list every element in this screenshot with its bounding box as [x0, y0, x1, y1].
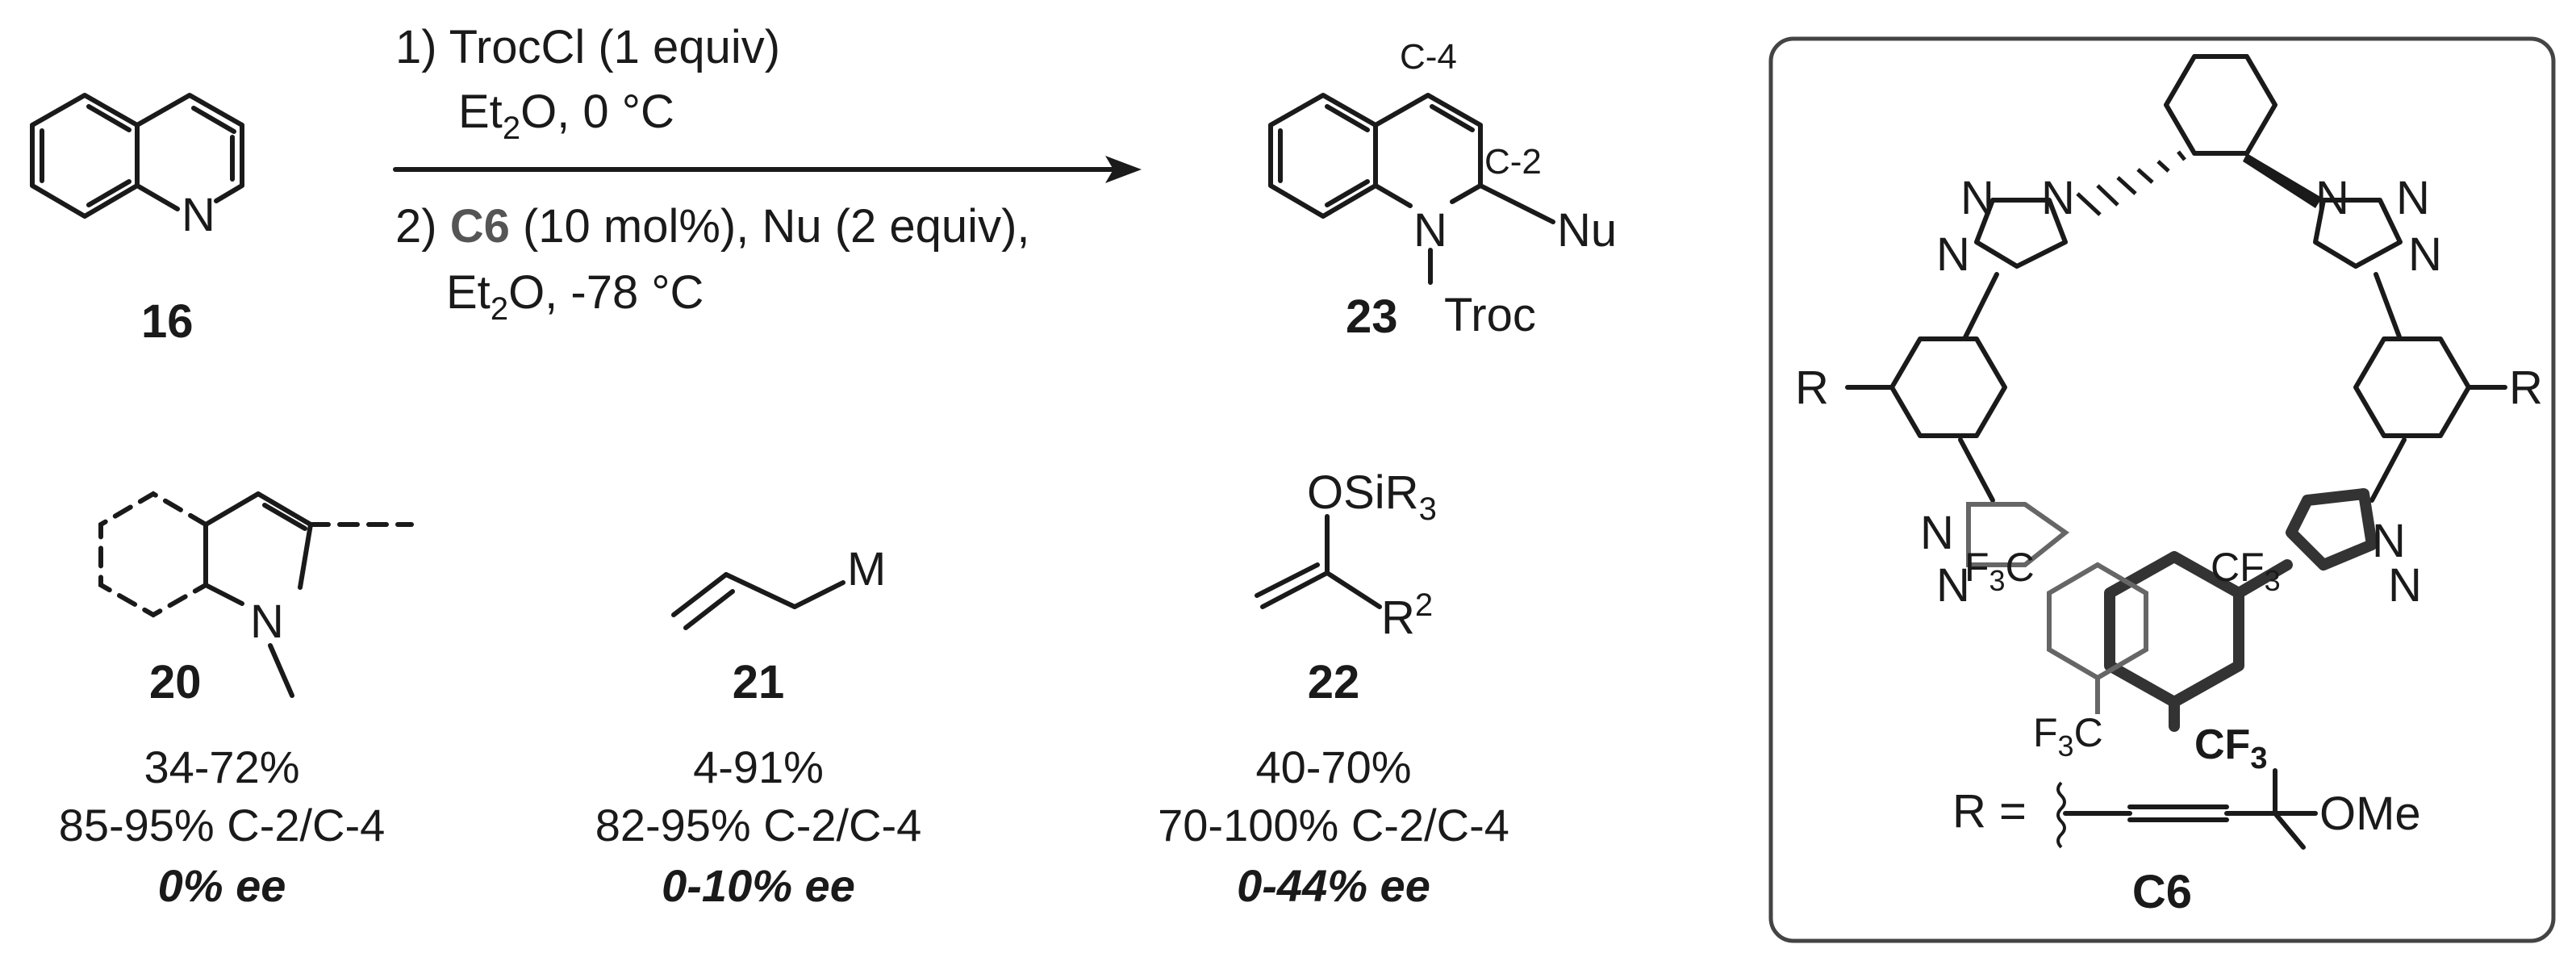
silyl-enol-structure: OSiR3 R2 — [1255, 466, 1437, 644]
catalyst-r-right: R — [2509, 361, 2543, 414]
condition-step1-line2: Et2O, 0 °C — [458, 86, 674, 146]
catalyst-r-left: R — [1795, 361, 1829, 414]
r-definition-label: R = — [1952, 785, 2027, 838]
reaction-arrow — [393, 156, 1142, 183]
product-troc-label: Troc — [1444, 289, 1536, 341]
catalyst-n-atom: N — [1960, 172, 1994, 224]
catalyst-n-atom: N — [1920, 507, 1954, 559]
compound-22-yield: 40-70% — [1255, 742, 1411, 792]
silyl-r2-label: R2 — [1381, 587, 1433, 644]
condition-step2-line1: 2) C6 (10 mol%), Nu (2 equiv), — [395, 200, 1030, 253]
compound-20-selectivity: 85-95% C-2/C-4 — [59, 800, 386, 850]
r-definition-ome: OMe — [2319, 788, 2421, 840]
silyl-osir3-label: OSiR3 — [1307, 466, 1437, 527]
compound-22-ee: 0-44% ee — [1237, 860, 1430, 911]
catalyst-n-atom: N — [2041, 172, 2075, 224]
allyl-structure: M — [671, 543, 886, 630]
quinoline-n-atom: N — [182, 189, 215, 241]
catalyst-f3c-label: F3C — [1964, 545, 2035, 597]
catalyst-n-atom: N — [2315, 172, 2349, 224]
condition-step2-line2: Et2O, -78 °C — [446, 266, 703, 327]
catalyst-structure: N N N N N N R R N N N N CF3 — [1795, 54, 2543, 850]
compound-21-ee: 0-10% ee — [662, 860, 855, 911]
product-c4-label: C-4 — [1400, 37, 1457, 77]
allyl-m-atom: M — [847, 543, 886, 596]
indole-n-atom: N — [250, 596, 284, 648]
product-nu-label: Nu — [1557, 204, 1617, 257]
compound-20-ee: 0% ee — [158, 860, 286, 911]
catalyst-frame — [1768, 36, 2556, 943]
compound-21-label: 21 — [733, 656, 785, 708]
catalyst-c6-label: C6 — [2132, 866, 2192, 918]
compound-22-selectivity: 70-100% C-2/C-4 — [1158, 800, 1509, 850]
catalyst-n-atom: N — [1936, 559, 1970, 612]
product-structure: N C-4 C-2 Nu Troc — [1268, 37, 1617, 341]
catalyst-f3c-label: F3C — [2033, 710, 2103, 763]
product-n-atom: N — [1413, 204, 1447, 257]
compound-20-yield: 34-72% — [144, 742, 299, 792]
compound-22-label: 22 — [1308, 656, 1360, 708]
quinoline-structure: N — [30, 93, 244, 241]
catalyst-n-atom: N — [2408, 228, 2442, 281]
indole-structure: N — [98, 491, 414, 698]
compound-20-label: 20 — [149, 656, 202, 708]
catalyst-n-atom: N — [2396, 172, 2430, 224]
compound-16-label: 16 — [141, 295, 194, 348]
product-c2-label: C-2 — [1484, 142, 1542, 182]
catalyst-cf3-label: CF3 — [2211, 545, 2281, 597]
catalyst-n-atom: N — [1936, 228, 1970, 281]
condition-step1-line1: 1) TrocCl (1 equiv) — [395, 21, 780, 73]
catalyst-n-atom: N — [2388, 559, 2422, 612]
catalyst-n-atom: N — [2372, 515, 2406, 567]
catalyst-cf3-label: CF3 — [2194, 721, 2267, 775]
compound-21-selectivity: 82-95% C-2/C-4 — [595, 800, 922, 850]
compound-23-label: 23 — [1346, 290, 1398, 343]
compound-21-yield: 4-91% — [693, 742, 824, 792]
